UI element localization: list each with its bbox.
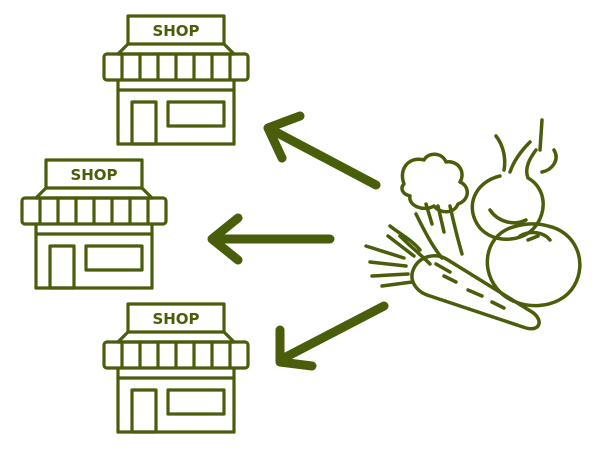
shop-sign-label: SHOP — [152, 310, 199, 328]
shop-middle: SHOP — [20, 158, 168, 290]
shop-top: SHOP — [102, 14, 250, 146]
shop-sign-label: SHOP — [152, 22, 199, 40]
shop-sign-label: SHOP — [70, 166, 117, 184]
shop-bottom: SHOP — [102, 302, 250, 434]
arrow-up-left-icon — [263, 111, 381, 190]
vegetables-icon — [364, 118, 582, 331]
arrow-down-left-icon — [275, 301, 389, 371]
arrow-left-icon — [207, 213, 335, 265]
